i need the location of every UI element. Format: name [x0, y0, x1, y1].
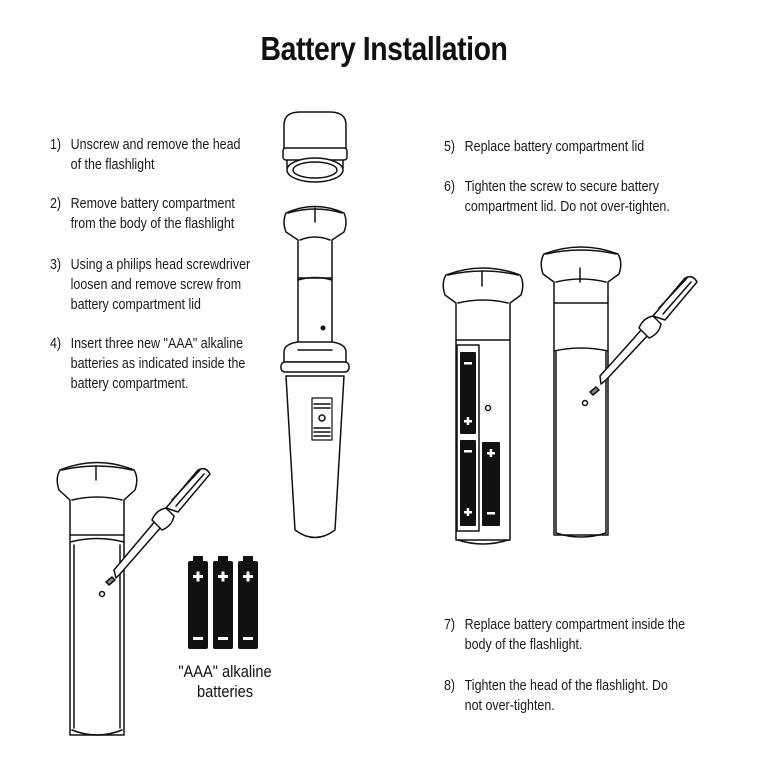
step-number: 4)	[50, 336, 62, 352]
step-text: Replace battery compartment inside the b…	[464, 617, 686, 653]
screwdriver-icon	[599, 275, 698, 385]
page-title: Battery Installation	[260, 30, 508, 67]
step-number: 1)	[50, 137, 62, 153]
step-text: Unscrew and remove the head of the flash…	[70, 137, 241, 173]
flashlight-head-cap	[282, 111, 348, 183]
step-text: Replace battery compartment lid	[464, 139, 645, 155]
step-number: 6)	[444, 179, 456, 195]
step-number: 3)	[50, 257, 62, 273]
battery-1	[188, 556, 208, 649]
step-text: Remove battery compartment from the body…	[70, 196, 235, 232]
flashlight-body	[280, 341, 350, 539]
step-number: 8)	[444, 678, 456, 694]
compartment-with-screwdriver-illustration	[56, 461, 211, 736]
aaa-batteries-icon	[188, 556, 258, 649]
step-number: 5)	[444, 139, 456, 155]
step-text: Tighten the head of the flashlight. Do n…	[464, 678, 669, 714]
compartment-lid-screwdriver-illustration	[540, 246, 698, 538]
step-number: 2)	[50, 196, 62, 212]
screw-icon	[105, 576, 116, 586]
flashlight-exploded-illustration	[280, 111, 350, 539]
battery-compartment	[283, 205, 347, 359]
step-text: Tighten the screw to secure battery comp…	[464, 179, 670, 215]
screw-icon	[589, 386, 600, 396]
step-text: Insert three new "AAA" alkaline batterie…	[70, 336, 246, 392]
battery-3	[238, 556, 258, 649]
compartment-with-batteries-illustration	[442, 267, 524, 545]
battery-caption: "AAA" alkaline batteries	[178, 662, 272, 701]
step-text: Using a philips head screwdriver loosen …	[70, 257, 251, 313]
step-number: 7)	[444, 617, 456, 633]
screwdriver-icon	[113, 467, 211, 579]
battery-2	[213, 556, 233, 649]
